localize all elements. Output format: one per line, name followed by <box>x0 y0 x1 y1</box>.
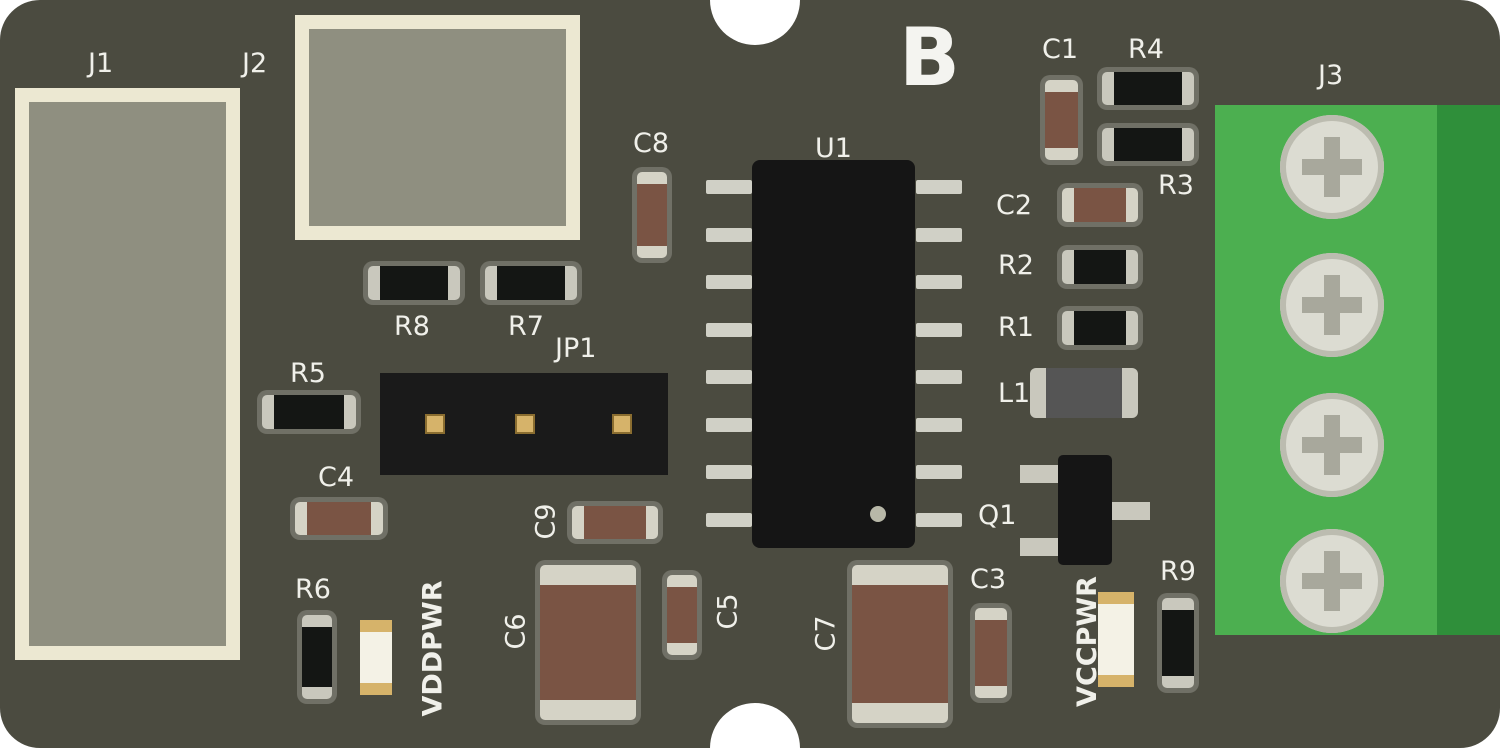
capacitor-c3 <box>975 608 1007 698</box>
capacitor-c6 <box>540 565 636 720</box>
ic-pin <box>916 512 962 527</box>
resistor-r5 <box>262 395 356 429</box>
label-r1: R1 <box>998 312 1034 343</box>
pin-pad <box>515 414 535 434</box>
label-r6: R6 <box>295 574 331 605</box>
resistor-r2 <box>1062 250 1138 284</box>
screw-icon <box>1280 115 1384 219</box>
resistor-r6 <box>302 615 332 699</box>
connector-j1 <box>15 88 240 660</box>
label-u1: U1 <box>815 133 852 164</box>
label-c9: C9 <box>530 503 562 540</box>
label-c2: C2 <box>996 190 1033 221</box>
connector-j2 <box>295 15 580 240</box>
board-notch-bottom <box>710 703 800 748</box>
label-c4: C4 <box>318 462 355 493</box>
resistor-r4 <box>1102 72 1194 105</box>
label-l1: L1 <box>998 378 1031 409</box>
label-r9: R9 <box>1160 556 1196 587</box>
brand-logo: B <box>899 11 960 104</box>
label-r2: R2 <box>998 250 1034 281</box>
ic-pin <box>916 465 962 479</box>
label-c6: C6 <box>500 613 532 650</box>
screw-icon <box>1280 529 1384 633</box>
label-r8: R8 <box>394 311 430 342</box>
pin-pad <box>425 414 445 434</box>
label-c8: C8 <box>633 128 670 159</box>
ic-pin <box>916 180 962 194</box>
label-c7: C7 <box>810 615 842 652</box>
ic-pin <box>916 322 962 337</box>
led-vddpwr <box>360 620 392 695</box>
screw-icon <box>1280 253 1384 357</box>
ic-u1 <box>752 160 915 548</box>
ic-pin <box>706 370 752 384</box>
jumper-jp1 <box>380 373 668 475</box>
label-r3: R3 <box>1158 170 1194 201</box>
screw-icon <box>1280 393 1384 497</box>
transistor-lead <box>1020 465 1058 483</box>
resistor-r1 <box>1062 311 1138 345</box>
resistor-r7 <box>485 266 577 300</box>
ic-pin <box>916 275 962 289</box>
ic-pin <box>706 512 752 527</box>
capacitor-c1 <box>1045 80 1078 160</box>
transistor-lead <box>1112 502 1150 520</box>
resistor-r3 <box>1102 128 1194 161</box>
label-q1: Q1 <box>978 500 1017 531</box>
label-c1: C1 <box>1042 34 1079 65</box>
label-r4: R4 <box>1128 34 1164 65</box>
ic-pin <box>706 465 752 479</box>
label-jp1: JP1 <box>555 333 597 364</box>
capacitor-c2 <box>1062 188 1138 222</box>
ic-pin <box>916 417 962 432</box>
label-c5: C5 <box>712 593 744 630</box>
capacitor-c5 <box>667 575 697 655</box>
label-j3: J3 <box>1318 60 1344 91</box>
inductor-l1 <box>1030 368 1138 418</box>
capacitor-c7 <box>852 565 948 723</box>
ic-pin <box>706 417 752 432</box>
label-r7: R7 <box>508 311 544 342</box>
board-notch-top <box>710 0 800 45</box>
resistor-r9 <box>1162 598 1194 688</box>
label-c3: C3 <box>970 564 1007 595</box>
resistor-r8 <box>368 266 460 300</box>
ic-pin <box>916 370 962 384</box>
ic-pin <box>706 180 752 194</box>
label-j1: J1 <box>88 48 114 79</box>
transistor-lead <box>1020 538 1058 556</box>
capacitor-c4 <box>295 502 383 535</box>
terminal-block-j3 <box>1215 105 1500 635</box>
transistor-q1 <box>1058 455 1112 565</box>
ic-pin <box>706 322 752 337</box>
ic-pin <box>706 275 752 289</box>
capacitor-c8 <box>637 172 667 258</box>
label-vccpwr: VCCPWR <box>1071 576 1103 707</box>
led-vccpwr <box>1098 592 1134 687</box>
pin-pad <box>612 414 632 434</box>
ic-pin <box>916 227 962 242</box>
ic-pin <box>706 227 752 242</box>
label-r5: R5 <box>290 358 326 389</box>
capacitor-c9 <box>572 506 658 539</box>
label-vddpwr: VDDPWR <box>417 580 449 717</box>
label-j2: J2 <box>242 48 268 79</box>
